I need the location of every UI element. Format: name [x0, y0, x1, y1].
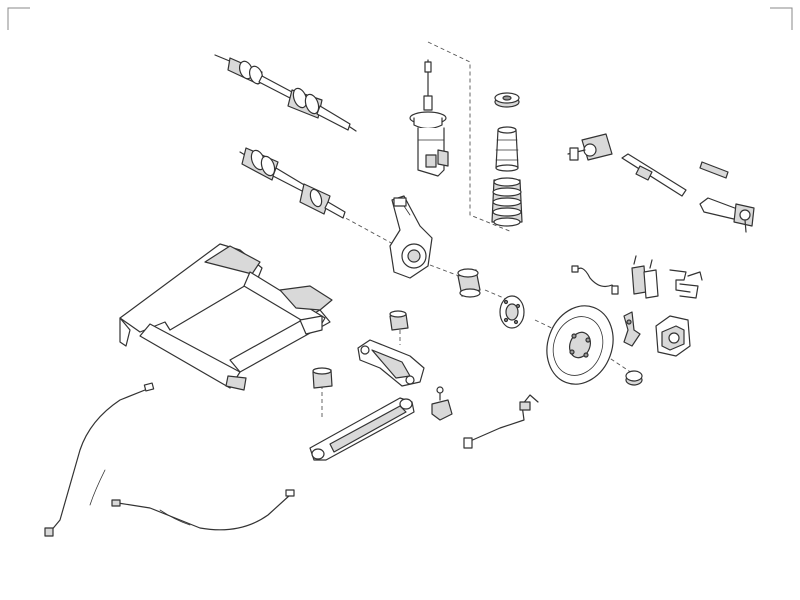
- tie-rod-end-outer[interactable]: [699, 197, 755, 233]
- wheel-hub[interactable]: [499, 295, 525, 329]
- subframe[interactable]: [119, 243, 333, 391]
- top-mount[interactable]: [494, 92, 520, 108]
- brake-pads[interactable]: [631, 255, 659, 299]
- steering-knuckle[interactable]: [389, 195, 433, 279]
- sway-bar-bush[interactable]: [312, 367, 333, 389]
- caliper-bracket[interactable]: [623, 311, 641, 347]
- coil-spring[interactable]: [491, 177, 523, 227]
- dust-boot[interactable]: [495, 126, 519, 172]
- stabilizer-link[interactable]: [463, 394, 539, 449]
- drive-shaft-lower[interactable]: [239, 147, 346, 219]
- shock-absorber[interactable]: [409, 59, 449, 177]
- frame-corners: [7, 7, 793, 30]
- brake-caliper[interactable]: [655, 315, 691, 357]
- ball-joint[interactable]: [431, 386, 453, 421]
- drive-shaft-upper[interactable]: [214, 54, 357, 132]
- brake-disc[interactable]: [536, 296, 624, 393]
- anti-squeal-clips[interactable]: [669, 269, 703, 299]
- caliper-bush[interactable]: [625, 370, 643, 386]
- control-arm-bush[interactable]: [389, 310, 409, 331]
- pin[interactable]: [699, 161, 729, 179]
- abs-sensor-cable[interactable]: [571, 265, 619, 295]
- tie-rod-end-inner[interactable]: [567, 133, 613, 161]
- track-arm[interactable]: [309, 397, 415, 461]
- steering-rack-rod[interactable]: [621, 153, 687, 197]
- control-arm[interactable]: [357, 339, 425, 387]
- parking-brake-cable-left[interactable]: [44, 382, 155, 537]
- wheel-bearing[interactable]: [457, 268, 481, 298]
- parking-brake-cable-right[interactable]: [111, 489, 295, 531]
